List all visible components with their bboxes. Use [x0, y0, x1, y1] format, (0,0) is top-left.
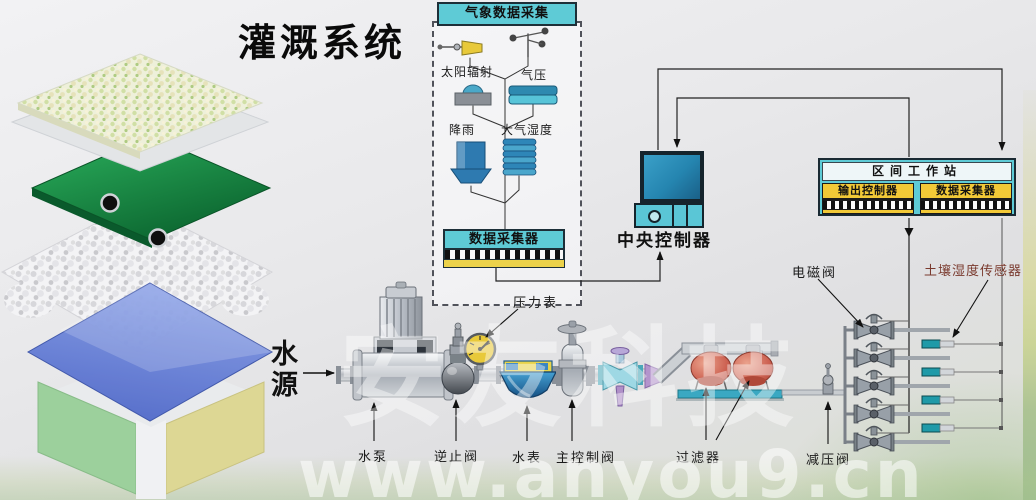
data-collector-bar: 数据采集器 [443, 229, 565, 268]
check-valve-label: 逆止阀 [434, 450, 480, 465]
sensor-label-pressure: 气压 [521, 68, 548, 82]
zone-workstation-header: 区间工作站 [822, 162, 1012, 181]
membrane-blue-layer [26, 282, 274, 422]
output-controller-label: 输出控制器 [822, 183, 914, 199]
central-controller-label: 中央控制器 [617, 231, 712, 251]
power-button-icon [648, 210, 661, 223]
controller-to-workstation-line [657, 68, 1006, 151]
right-edge-strip [1023, 90, 1036, 500]
sensor-label-rain: 降雨 [449, 123, 476, 137]
turf-base-plate [10, 73, 270, 172]
drip-pipe-2 [148, 228, 168, 248]
data-collector-ports [443, 250, 565, 260]
sensor-row [921, 339, 1003, 349]
pump-label: 水泵 [358, 450, 389, 465]
drip-layer-side [32, 188, 152, 248]
central-controller-stand [665, 199, 675, 203]
sensor-label-solar: 太阳辐射 [441, 65, 494, 79]
output-controller-panel: 输出控制器 [822, 183, 914, 214]
workstation-to-controller-line [673, 97, 910, 157]
central-controller-case [634, 203, 704, 228]
drip-green-layer [30, 135, 272, 241]
data-collector-label: 数据采集器 [443, 229, 565, 250]
turf-side [18, 103, 140, 159]
watermark-site: www.anyou9.cn [298, 436, 925, 500]
water-source-label: 水源 [271, 339, 298, 401]
sensor-label-humidity: 大气湿度 [501, 123, 554, 137]
soil-layers-illustration [0, 53, 274, 499]
base-cube-top [40, 352, 262, 440]
soil-moisture-sensor-label: 土壤湿度传感器 [924, 264, 1023, 279]
filter-label: 过滤器 [676, 451, 722, 466]
solenoid-valve-label: 电磁阀 [792, 266, 838, 281]
gravel-layer [0, 202, 274, 353]
workstation-collector-panel: 数据采集器 [920, 183, 1012, 214]
watermark-brand: 安友科技 [338, 317, 803, 442]
water-meter-label: 水表 [512, 451, 543, 466]
zone-workstation-box: 区间工作站 输出控制器 数据采集器 [818, 158, 1016, 216]
workstation-collector-label: 数据采集器 [920, 183, 1012, 199]
page-title: 灌溉系统 [238, 21, 407, 65]
central-controller-monitor [640, 151, 704, 203]
turf-layer [16, 53, 264, 153]
weather-station-header: 气象数据采集 [437, 2, 577, 26]
pressure-gauge-label: 压力表 [513, 296, 559, 311]
pressure-reducing-valve-label: 减压阀 [806, 453, 852, 468]
main-control-valve-label: 主控制阀 [556, 451, 617, 466]
drip-pipe-1 [100, 193, 120, 213]
data-collector-base [443, 260, 565, 268]
